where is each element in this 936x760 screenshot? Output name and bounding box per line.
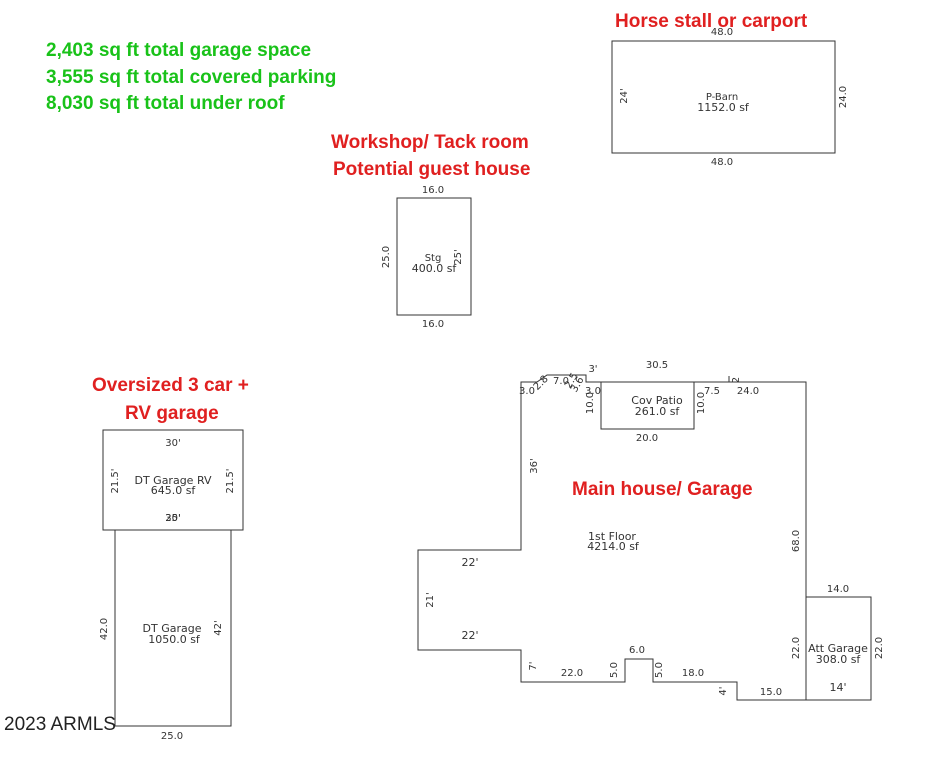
dim-7-5: 7.5 — [704, 386, 720, 397]
copyright: 2023 ARMLS — [4, 714, 116, 735]
annotation-main-house: Main house/ Garage — [572, 479, 753, 500]
att-name: Att Garage — [808, 642, 868, 655]
dim-4: 4' — [718, 686, 729, 695]
dt-right-dim: 42' — [213, 620, 224, 635]
dim-36: 36' — [529, 458, 540, 473]
cov-patio-outline — [600, 382, 695, 430]
att-right-dim: 22.0 — [874, 637, 885, 659]
floor1-name: 1st Floor — [588, 530, 636, 543]
dim-22-top: 22' — [461, 556, 478, 569]
patio-area: 261.0 sf — [635, 405, 681, 418]
rv-right-dim: 21.5' — [225, 468, 236, 493]
rv-left-dim: 21.5' — [110, 468, 121, 493]
dim-5-0-left: 5.0 — [609, 662, 620, 678]
dim-22-bottom: 22' — [461, 629, 478, 642]
dim-21: 21' — [425, 592, 436, 607]
dim-6-0: 6.0 — [629, 645, 645, 656]
stg-left-dim: 25.0 — [381, 246, 392, 268]
dim-3-0-right: 3.0 — [585, 386, 601, 397]
dt-area: 1050.0 sf — [148, 633, 201, 646]
stg-name: Stg — [425, 253, 442, 264]
dt-name: DT Garage — [143, 622, 202, 635]
pbarn-outline — [611, 40, 836, 154]
stg-top-dim: 16.0 — [422, 185, 444, 196]
stg-outline — [396, 197, 472, 316]
dim-3-0-left: 3.0 — [519, 386, 535, 397]
rv-name: DT Garage RV — [134, 474, 212, 487]
rv-bottom-dim: 25' — [165, 513, 180, 524]
dim-68-0: 68.0 — [791, 530, 802, 552]
dim-2: 2 — [731, 377, 742, 383]
pbarn-bottom-dim: 48.0 — [711, 157, 733, 168]
dim-24-0: 24.0 — [737, 386, 759, 397]
att-left-dim: 22.0 — [791, 637, 802, 659]
dim-7: 7' — [528, 661, 539, 670]
dim-18-0: 18.0 — [682, 668, 704, 679]
floor1-area: 4214.0 sf — [587, 540, 640, 553]
stg-inner-dim: 25' — [453, 249, 464, 264]
summary-covered: 3,555 sq ft total covered parking — [46, 67, 337, 88]
dim-30-5: 30.5 — [646, 360, 668, 371]
att-bottom-dim: 14' — [829, 681, 846, 694]
pbarn-left-dim: 24' — [619, 88, 630, 103]
summary-garage: 2,403 sq ft total garage space — [46, 40, 312, 61]
patio-left-dim: 10.0 — [585, 392, 596, 414]
dim-3ft: 3' — [588, 364, 597, 375]
stg-bottom-dim: 16.0 — [422, 319, 444, 330]
pbarn-name: P-Barn — [706, 92, 738, 103]
dim-5-0-right: 5.0 — [654, 662, 665, 678]
annotation-workshop: Workshop/ Tack room — [331, 132, 529, 153]
annotation-rv-garage: RV garage — [125, 403, 219, 424]
dim-22-0: 22.0 — [561, 668, 583, 679]
patio-bottom-dim: 20.0 — [636, 433, 658, 444]
rv-bottom-dim-2: 30' — [165, 513, 180, 524]
patio-name: Cov Patio — [631, 394, 683, 407]
dt-bottom-dim: 25.0 — [161, 731, 183, 742]
dt-garage-outline — [114, 529, 232, 727]
patio-right-dim: 10.0 — [696, 392, 707, 414]
pbarn-top-dim: 48.0 — [711, 27, 733, 38]
rv-top-dim: 30' — [165, 438, 180, 449]
att-area: 308.0 sf — [816, 653, 862, 666]
att-top-dim: 14.0 — [827, 584, 849, 595]
annotation-oversized: Oversized 3 car + — [92, 375, 249, 396]
pbarn-right-dim: 24.0 — [838, 86, 849, 108]
rv-area: 645.0 sf — [151, 484, 197, 497]
dim-15-0: 15.0 — [760, 687, 782, 698]
dim-7-0: 7.0 — [553, 376, 569, 387]
att-garage-outline — [805, 596, 872, 701]
main-house-outline — [417, 374, 807, 701]
dt-left-dim: 42.0 — [99, 618, 110, 640]
annotation-horse-stall: Horse stall or carport — [615, 11, 808, 32]
annotation-guest-house: Potential guest house — [333, 159, 531, 180]
pbarn-area: 1152.0 sf — [697, 101, 750, 114]
stg-area: 400.0 sf — [412, 262, 458, 275]
summary-roof: 8,030 sq ft total under roof — [46, 93, 285, 114]
